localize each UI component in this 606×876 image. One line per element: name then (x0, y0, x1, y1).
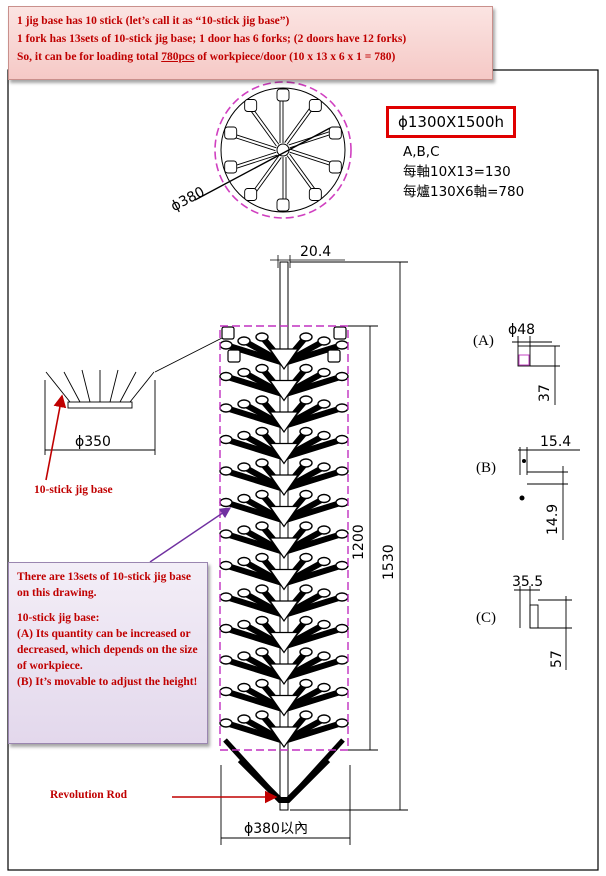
info-box-title: 10-stick jig base: (17, 612, 100, 624)
spec-per-axis: 每軸10X13=130 (403, 164, 511, 180)
info-box-summary: There are 13sets of 10-stick jig base on… (17, 571, 191, 599)
top-note-line-3: So, it can be for loading total 780pcs o… (17, 48, 484, 66)
bottom-dimension (220, 765, 351, 845)
option-a-dia: ϕ48 (508, 322, 535, 338)
option-a-label: (A) (473, 333, 494, 349)
top-note: 1 jig base has 10 stick (let’s call it a… (8, 6, 493, 80)
top-note-line-3-pre: So, it can be for loading total (17, 51, 162, 63)
jig-base-label: 10-stick jig base (34, 484, 113, 496)
spec-models: A,B,C (403, 144, 440, 160)
option-c-detail (514, 586, 572, 670)
rod-width-label: 20.4 (300, 244, 331, 260)
option-b-width: 15.4 (540, 434, 571, 450)
revolution-rod-label: Revolution Rod (50, 789, 127, 801)
option-c-label: (C) (476, 610, 496, 626)
height-1200-label: 1200 (351, 524, 367, 560)
revolution-rod (270, 255, 345, 811)
top-note-total: 780pcs (161, 51, 195, 63)
option-c-width: 35.5 (512, 574, 543, 590)
spec-per-furnace: 每爐130X6軸=780 (403, 184, 525, 200)
jig-envelope (219, 325, 349, 751)
bottom-dia-label: ϕ380以內 (244, 821, 308, 837)
top-note-line-1: 1 jig base has 10 stick (let’s call it a… (17, 15, 290, 27)
option-a-height: 37 (537, 384, 553, 402)
height-1530-label: 1530 (381, 544, 397, 580)
top-view (194, 81, 352, 219)
spec-size-box: ϕ1300X1500h (386, 106, 516, 138)
info-box-item-b: (B) It’s movable to adjust the height! (17, 676, 198, 688)
info-arrow (149, 507, 232, 563)
jig-base-detail (44, 337, 223, 455)
top-note-line-2: 1 fork has 13sets of 10-stick jig base; … (17, 33, 407, 45)
jig-base-arrow (45, 394, 67, 481)
jig-dia-label: ϕ350 (75, 434, 111, 450)
option-b-dot-2 (522, 459, 526, 463)
option-b-dot (519, 495, 525, 501)
top-note-line-3-post: of workpiece/door (10 x 13 x 6 x 1 = 780… (194, 51, 396, 63)
option-b-height: 14.9 (545, 504, 561, 535)
option-a-detail (512, 336, 560, 405)
height-dimensions (290, 261, 408, 811)
option-b-detail (518, 447, 580, 540)
option-b-label: (B) (476, 460, 496, 476)
top-dia-label: ϕ380 (168, 184, 207, 215)
info-box-item-a: (A) Its quantity can be increased or dec… (17, 628, 198, 672)
spec-lines: A,B,C 每軸10X13=130 每爐130X6軸=780 (403, 142, 524, 202)
fork-stack (219, 326, 349, 803)
option-c-height: 57 (549, 650, 565, 668)
info-box: There are 13sets of 10-stick jig base on… (8, 562, 208, 744)
